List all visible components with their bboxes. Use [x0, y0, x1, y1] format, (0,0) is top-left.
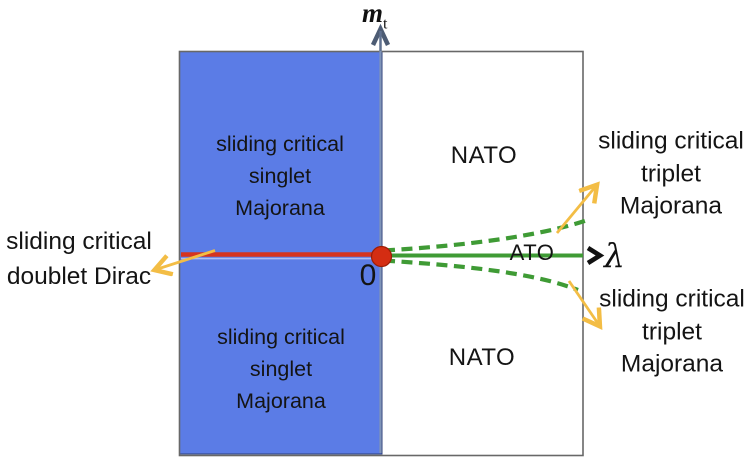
origin-zero-label: 0 — [359, 259, 377, 292]
region-label-line: singlet — [249, 357, 313, 381]
callout-label-line: Majorana — [620, 350, 724, 378]
origin-fixed-point-dot — [370, 245, 393, 268]
region-label-line: singlet — [248, 164, 312, 188]
region-label-singlet-top: sliding critical singlet Majorana — [216, 128, 344, 224]
upper-dashed-triplet-line — [383, 218, 587, 253]
lambda-axis-label: λ — [604, 236, 625, 275]
callout-label-line: sliding critical — [6, 228, 152, 255]
lower-dashed-triplet-line — [383, 258, 579, 292]
lambda-axis-arrowhead-icon — [586, 246, 605, 265]
region-label-line: sliding critical — [217, 325, 345, 349]
callout-label-triplet-top: sliding critical triplet Majorana — [598, 125, 744, 223]
callout-label-line: Majorana — [619, 192, 723, 220]
callout-label-line: triplet — [641, 159, 701, 187]
mt-axis-label-subscript: t — [383, 15, 388, 33]
mt-axis-arrowhead-icon — [370, 23, 391, 46]
region-label-nato-top: NATO — [450, 142, 518, 169]
region-label-singlet-bottom: sliding critical singlet Majorana — [217, 321, 345, 417]
yellow-arrow-doublet-dirac — [156, 249, 216, 270]
callout-label-line: triplet — [642, 317, 702, 345]
mt-axis-label-main: m — [362, 0, 384, 28]
region-label-line: Majorana — [235, 196, 325, 220]
region-label-line: sliding critical — [216, 132, 344, 156]
callout-label-line: sliding critical — [598, 127, 744, 155]
callout-label-doublet-dirac: sliding critical doublet Dirac — [6, 224, 152, 294]
region-label-nato-bottom: NATO — [448, 344, 516, 371]
callout-label-triplet-bottom: sliding critical triplet Majorana — [599, 283, 745, 381]
yellow-arrow-triplet-bottom — [567, 280, 599, 325]
region-label-line: Majorana — [236, 389, 326, 413]
yellow-arrow-triplet-top — [555, 186, 596, 234]
callout-label-line: doublet Dirac — [6, 263, 152, 290]
region-label-ato: ATO — [509, 240, 555, 265]
mt-axis-label: mt — [362, 0, 387, 33]
callout-label-line: sliding critical — [599, 285, 745, 313]
